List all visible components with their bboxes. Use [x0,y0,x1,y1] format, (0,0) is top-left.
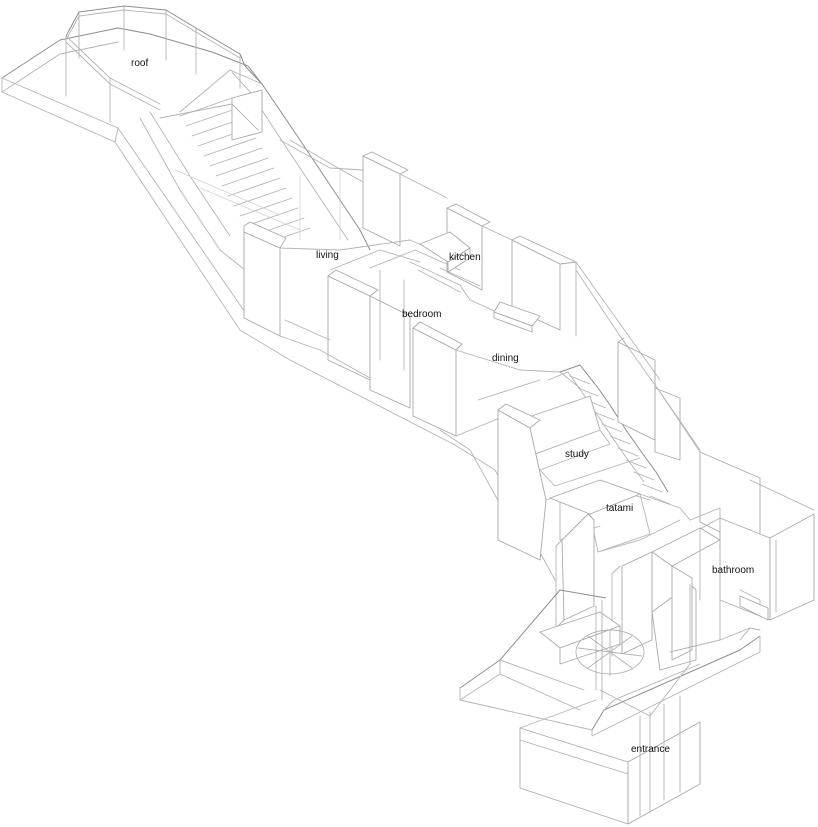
living-level [243,139,661,437]
tatami-label: tatami [606,503,634,514]
upper-stair [139,65,371,271]
dining-label: dining [492,353,519,364]
study-tatami-level [497,403,691,629]
bedroom-label: bedroom [402,309,442,320]
bathroom-label: bathroom [712,565,755,576]
roof-label: roof [131,58,149,69]
roof-terrace [1,5,456,446]
living-label: living [316,250,339,261]
study-label: study [565,449,589,460]
entrance-box [519,695,701,825]
entrance-deck [459,583,761,737]
entrance-label: entrance [631,744,670,755]
bathroom-block [611,451,815,671]
kitchen-label: kitchen [449,252,481,263]
